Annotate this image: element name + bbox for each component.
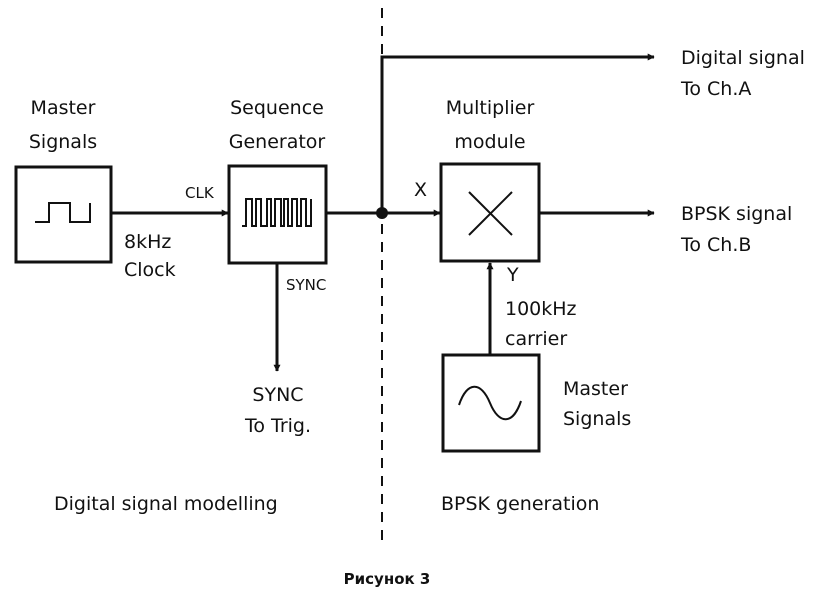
sequence-generator-title-line2: Generator <box>229 131 326 153</box>
section-title-right: BPSK generation <box>441 493 599 515</box>
sync-pin-label: SYNC <box>286 276 326 294</box>
clock-label-line1: 8kHz <box>124 231 171 253</box>
sync-out-label-line2: To Trig. <box>244 415 311 437</box>
master-carrier-block <box>441 353 541 453</box>
y-input-label: Y <box>506 264 519 286</box>
bpsk-out-label-line2: To Ch.B <box>680 234 751 256</box>
clk-pin-label: CLK <box>185 184 215 202</box>
pseudo-random-sequence-icon <box>242 198 312 227</box>
digital-out-label-line2: To Ch.A <box>680 78 751 100</box>
master-clock-title-line1: Master <box>31 97 96 119</box>
digital-signal-wire <box>380 53 655 213</box>
master-clock-title-line2: Signals <box>29 131 97 153</box>
x-input-label: X <box>414 179 427 201</box>
master-carrier-title-line2: Signals <box>563 408 631 430</box>
square-wave-icon <box>35 202 91 223</box>
clock-label-line2: Clock <box>124 259 176 281</box>
carrier-label-line1: 100kHz <box>505 298 577 320</box>
section-title-left: Digital signal modelling <box>54 493 278 515</box>
master-carrier-title-line1: Master <box>563 378 628 400</box>
figure-caption: Рисунок 3 <box>344 570 431 588</box>
bpsk-out-label-line1: BPSK signal <box>681 203 792 225</box>
sync-out-label-line1: SYNC <box>252 384 303 406</box>
sequence-generator-title-line1: Sequence <box>230 97 324 119</box>
multiply-icon-stroke-b <box>468 191 513 236</box>
multiplier-title-line1: Multiplier <box>446 97 535 119</box>
master-clock-block <box>14 165 113 264</box>
digital-out-label-line1: Digital signal <box>681 47 805 69</box>
carrier-label-line2: carrier <box>505 328 567 350</box>
sine-wave-icon <box>458 385 522 421</box>
multiplier-title-line2: module <box>454 131 525 153</box>
